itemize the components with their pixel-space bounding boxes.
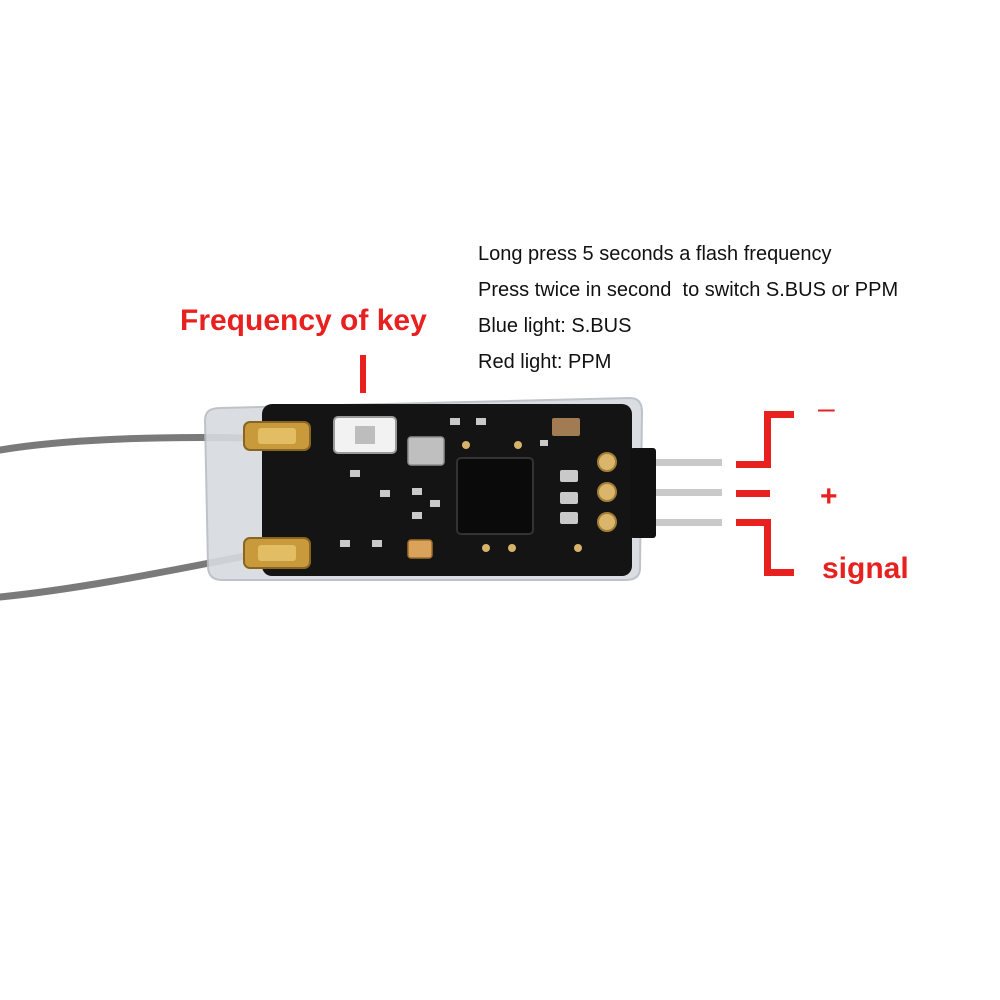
instruction-line-blue-light: Blue light: S.BUS bbox=[478, 315, 632, 337]
instruction-line-switch-mode: Press twice in second to switch S.BUS or… bbox=[478, 279, 899, 301]
pin-pads bbox=[597, 452, 617, 532]
pin-plus bbox=[656, 489, 722, 496]
passive-components bbox=[340, 418, 578, 547]
instruction-line-bind: Long press 5 seconds a flash frequency bbox=[478, 243, 832, 265]
antenna-connector-top bbox=[243, 421, 311, 451]
main-chip bbox=[456, 457, 534, 535]
status-led bbox=[407, 539, 433, 559]
callout-lines bbox=[360, 355, 794, 576]
crystal-oscillator bbox=[407, 436, 445, 466]
pin-minus bbox=[656, 459, 722, 466]
test-pads bbox=[462, 441, 582, 552]
antenna-connector-bottom bbox=[243, 537, 311, 569]
bind-key-button bbox=[333, 416, 397, 454]
pin-plus-callout: + bbox=[820, 480, 838, 513]
pin-signal bbox=[656, 519, 722, 526]
pin-header-housing bbox=[630, 448, 656, 538]
capacitor bbox=[552, 418, 580, 436]
pin-signal-callout: signal bbox=[822, 552, 909, 585]
pin-minus-callout: – bbox=[818, 392, 835, 425]
frequency-key-callout: Frequency of key bbox=[180, 304, 427, 337]
header-pins bbox=[656, 459, 722, 526]
instruction-line-red-light: Red light: PPM bbox=[478, 351, 612, 373]
key-callout-line bbox=[360, 355, 366, 393]
